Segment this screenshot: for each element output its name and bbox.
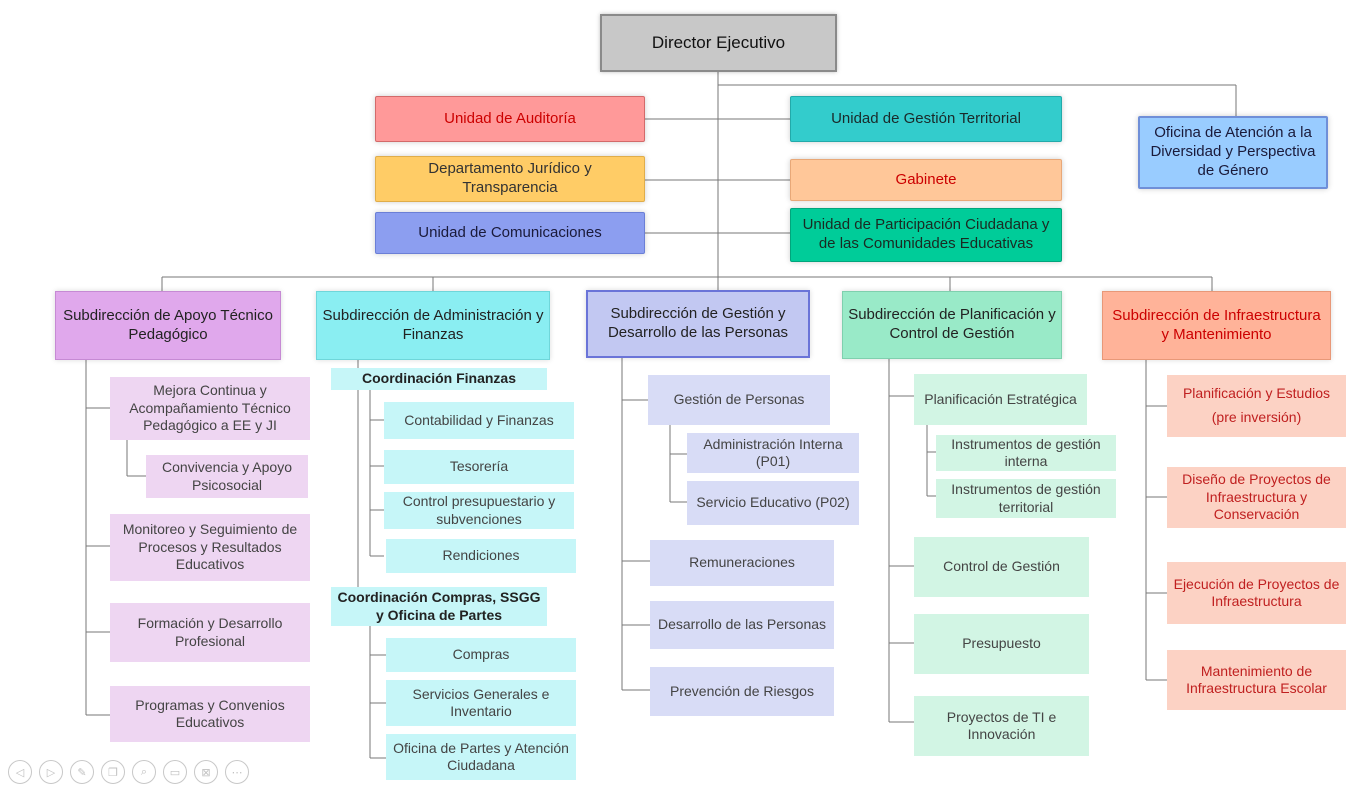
- leaf-mantenimiento: Mantenimiento de Infraestructura Escolar: [1167, 650, 1346, 710]
- leaf-planificacion-estrategica: Planificación Estratégica: [914, 374, 1087, 425]
- more-options-icon[interactable]: ⋯: [225, 760, 249, 784]
- leaf-desarrollo-personas: Desarrollo de las Personas: [650, 601, 834, 649]
- slideshow-toolbar: ◁ ▷ ✎ ❐ ⌕ ▭ ⊠ ⋯: [8, 760, 249, 784]
- leaf-servicio-educativo: Servicio Educativo (P02): [687, 481, 859, 525]
- subdireccion-administracion-box: Subdirección de Administración y Finanza…: [316, 291, 550, 360]
- subtitles-icon[interactable]: ▭: [163, 760, 187, 784]
- subdireccion-personas-box: Subdirección de Gestión y Desarrollo de …: [586, 290, 810, 358]
- zoom-icon[interactable]: ⌕: [132, 760, 156, 784]
- coordinacion-finanzas: Coordinación Finanzas: [331, 368, 547, 390]
- leaf-tesoreria: Tesorería: [384, 450, 574, 484]
- leaf-planificacion-estudios: Planificación y Estudios (pre inversión): [1167, 375, 1346, 437]
- pen-icon[interactable]: ✎: [70, 760, 94, 784]
- leaf-control-presupuestario: Control presupuestario y subvenciones: [384, 492, 574, 529]
- subdireccion-infraestructura-box: Subdirección de Infraestructura y Manten…: [1102, 291, 1331, 360]
- next-slide-icon[interactable]: ▷: [39, 760, 63, 784]
- leaf-proyectos-ti: Proyectos de TI e Innovación: [914, 696, 1089, 756]
- leaf-rendiciones: Rendiciones: [386, 539, 576, 573]
- leaf-compras: Compras: [386, 638, 576, 672]
- leaf-presupuesto: Presupuesto: [914, 614, 1089, 674]
- leaf-convivencia: Convivencia y Apoyo Psicosocial: [146, 455, 308, 498]
- leaf-servicios-generales: Servicios Generales e Inventario: [386, 680, 576, 726]
- leaf-instrumentos-territorial: Instrumentos de gestión territorial: [936, 479, 1116, 518]
- gabinete-box: Gabinete: [790, 159, 1062, 201]
- leaf-prevencion-riesgos: Prevención de Riesgos: [650, 667, 834, 716]
- unidad-auditoria-box: Unidad de Auditoría: [375, 96, 645, 142]
- leaf-diseno-proyectos: Diseño de Proyectos de Infraestructura y…: [1167, 467, 1346, 528]
- unidad-participacion-box: Unidad de Participación Ciudadana y de l…: [790, 208, 1062, 262]
- subdireccion-apoyo-tecnico-box: Subdirección de Apoyo Técnico Pedagógico: [55, 291, 281, 360]
- leaf-ejecucion-proyectos: Ejecución de Proyectos de Infraestructur…: [1167, 562, 1346, 624]
- leaf-contabilidad: Contabilidad y Finanzas: [384, 402, 574, 439]
- leaf-formacion: Formación y Desarrollo Profesional: [110, 603, 310, 662]
- leaf-mejora-continua: Mejora Continua y Acompañamiento Técnico…: [110, 377, 310, 440]
- camera-off-icon[interactable]: ⊠: [194, 760, 218, 784]
- leaf-control-gestion: Control de Gestión: [914, 537, 1089, 597]
- leaf-administracion-interna: Administración Interna (P01): [687, 433, 859, 473]
- unidad-gestion-territorial-box: Unidad de Gestión Territorial: [790, 96, 1062, 142]
- departamento-juridico-box: Departamento Jurídico y Transparencia: [375, 156, 645, 202]
- leaf-remuneraciones: Remuneraciones: [650, 540, 834, 586]
- slides-icon[interactable]: ❐: [101, 760, 125, 784]
- subdireccion-planificacion-box: Subdirección de Planificación y Control …: [842, 291, 1062, 359]
- previous-slide-icon[interactable]: ◁: [8, 760, 32, 784]
- leaf-instrumentos-interna: Instrumentos de gestión interna: [936, 435, 1116, 471]
- director-ejecutivo-box: Director Ejecutivo: [600, 14, 837, 72]
- unidad-comunicaciones-box: Unidad de Comunicaciones: [375, 212, 645, 254]
- leaf-gestion-personas: Gestión de Personas: [648, 375, 830, 425]
- leaf-programas-convenios: Programas y Convenios Educativos: [110, 686, 310, 742]
- oficina-diversidad-genero-box: Oficina de Atención a la Diversidad y Pe…: [1138, 116, 1328, 189]
- leaf-monitoreo: Monitoreo y Seguimiento de Procesos y Re…: [110, 514, 310, 581]
- coordinacion-compras: Coordinación Compras, SSGG y Oficina de …: [331, 587, 547, 626]
- leaf-oficina-partes: Oficina de Partes y Atención Ciudadana: [386, 734, 576, 780]
